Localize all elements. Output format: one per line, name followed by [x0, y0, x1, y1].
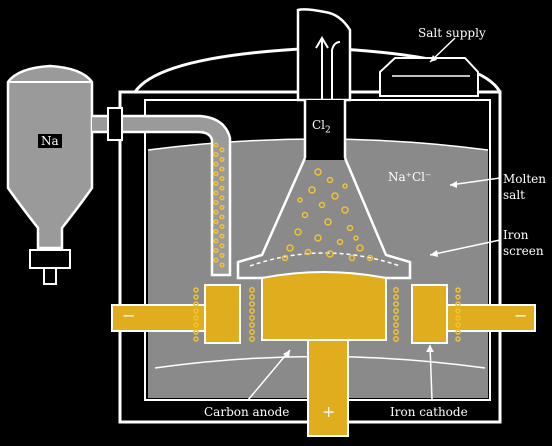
sodium-valve-stem [44, 268, 56, 284]
label-iron-cathode: Iron cathode [390, 405, 468, 419]
label-sodium: Na [38, 134, 62, 148]
label-chlorine-text: Cl [312, 118, 325, 132]
cathode-block-right [412, 285, 447, 343]
carbon-anode-stem [308, 340, 348, 436]
label-ion-pair: Na⁺Cl⁻ [388, 170, 431, 184]
label-molten-salt-line1: Molten [503, 172, 546, 186]
label-plus-bottom: + [322, 405, 335, 419]
label-chlorine-subscript: 2 [325, 125, 331, 135]
sodium-valve [30, 250, 70, 268]
pipe-flange [108, 108, 122, 140]
label-iron-screen-line1: Iron [503, 228, 528, 242]
label-iron-screen-line2: screen [503, 244, 544, 258]
label-minus-left: − [122, 309, 135, 323]
label-minus-right: − [514, 309, 527, 323]
cathode-block-left [205, 285, 240, 343]
label-salt-supply: Salt supply [418, 26, 486, 40]
label-molten-salt-line2: salt [503, 188, 525, 202]
sodium-reservoir [8, 66, 92, 248]
label-chlorine: Cl2 [312, 118, 331, 137]
salt-supply-hopper [380, 58, 478, 96]
label-carbon-anode: Carbon anode [204, 405, 289, 419]
chlorine-chimney [298, 9, 350, 100]
carbon-anode-top [262, 272, 386, 340]
